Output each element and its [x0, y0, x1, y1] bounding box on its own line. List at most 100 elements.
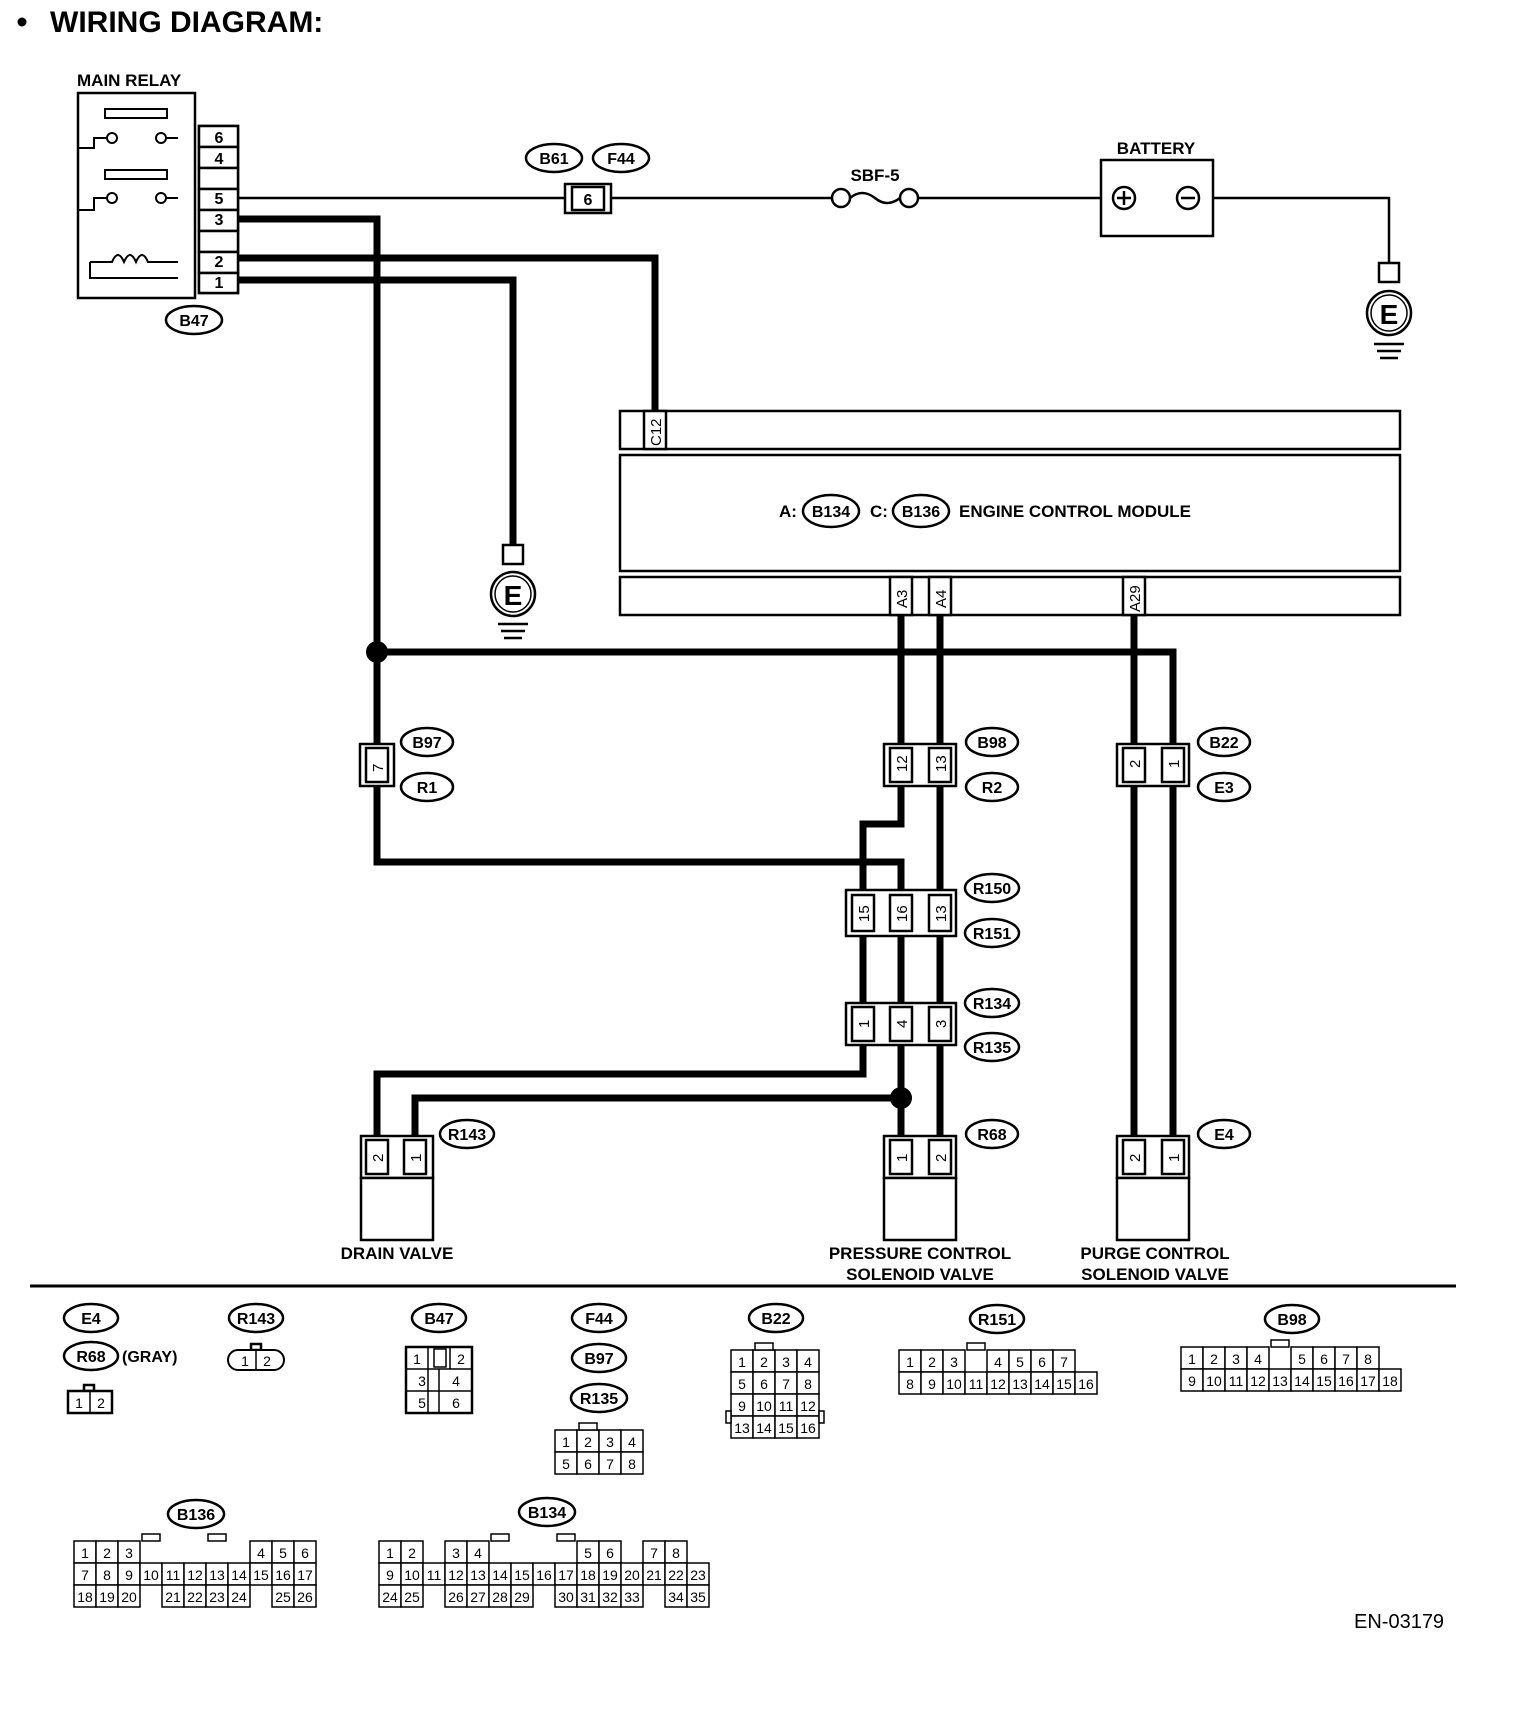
drain-valve-label: DRAIN VALVE — [341, 1244, 454, 1263]
relay-pin-cell — [197, 166, 240, 191]
wire-relay-pin3 — [238, 215, 381, 652]
grid-cell: 20 — [121, 1589, 137, 1605]
ecm-pin-cell — [642, 409, 668, 451]
ground-lug — [1377, 261, 1401, 284]
grid-cell-box — [620, 1584, 644, 1608]
connector-legend: E4 R68 (GRAY) 1 2 R143 1 2 B47 — [62, 1302, 1402, 1608]
grid-cell: 17 — [297, 1567, 313, 1583]
grid-cell: 28 — [492, 1589, 508, 1605]
legend-tag-r143-label: R143 — [237, 1311, 275, 1328]
connector-tag-b134-label: B134 — [812, 504, 850, 521]
grid-cell: 21 — [165, 1589, 181, 1605]
wire-junction-drain-1 — [411, 1094, 901, 1138]
grid-cell: 2 — [584, 1434, 592, 1450]
connector-tag-r151-label: R151 — [973, 926, 1011, 943]
ecm-c-prefix: C: — [870, 502, 888, 521]
grid-cell: 5 — [1016, 1354, 1024, 1370]
connector-pin-cell — [570, 185, 606, 212]
relay-contact-bar — [104, 108, 168, 119]
grid-cell: 11 — [166, 1567, 181, 1583]
grid-cell: 13 — [734, 1420, 750, 1436]
pin-label: 15 — [856, 905, 873, 922]
connector-tag-r68-label: R68 — [977, 1127, 1006, 1144]
main-relay-body — [76, 91, 197, 300]
pin-label: 2 — [1127, 760, 1144, 768]
grid-cell: 6 — [301, 1545, 309, 1561]
drain-valve-body — [359, 1176, 435, 1242]
connector-tag-r134 — [963, 987, 1021, 1019]
grid-cell: 18 — [1382, 1373, 1398, 1389]
ecm-a-prefix: A: — [779, 502, 797, 521]
grid-cell: 4 — [994, 1354, 1002, 1370]
grid-cell: 18 — [77, 1589, 93, 1605]
latch — [556, 1533, 576, 1542]
relay-pin-cell — [197, 271, 240, 295]
connector-tag-f44 — [591, 142, 651, 174]
grid-cell: 32 — [602, 1589, 618, 1605]
grid-cell: 14 — [1294, 1373, 1310, 1389]
fuse-sbf5: SBF-5 — [830, 166, 920, 209]
wire-battery-feed — [238, 196, 1391, 263]
grid-cell: 9 — [125, 1567, 133, 1583]
grid-cell: 16 — [275, 1567, 291, 1583]
grid-cell: 4 — [628, 1434, 636, 1450]
grid-cell: 16 — [800, 1420, 816, 1436]
connector-tag-r68 — [964, 1118, 1020, 1150]
latch — [207, 1533, 227, 1542]
grid-cell: 10 — [1206, 1373, 1222, 1389]
connector-b97-r1: 7 B97 R1 — [358, 726, 455, 803]
grid-cell: 27 — [470, 1589, 486, 1605]
pin-label: 1 — [894, 1154, 911, 1162]
side-tab — [725, 1410, 732, 1424]
relay-pin-cells — [197, 124, 240, 295]
grid-cell: 7 — [606, 1456, 614, 1472]
purge-label-line1: PURGE CONTROL — [1080, 1244, 1229, 1263]
grid-cell: 9 — [928, 1376, 936, 1392]
connector-r134-r135: 1 4 3 R134 R135 — [844, 987, 1021, 1063]
grid-cell: 12 — [187, 1567, 203, 1583]
grid-cell: 4 — [474, 1545, 482, 1561]
grid-cell: 20 — [624, 1567, 640, 1583]
grid-cell: 14 — [492, 1567, 508, 1583]
purge-control-solenoid-valve: 2 1 E4 PURGE CONTROL SOLENOID VALVE — [1080, 1118, 1252, 1284]
ecm-pin-a3: A3 — [894, 590, 911, 608]
relay-pin-label: 2 — [215, 254, 224, 271]
fuse-label: SBF-5 — [850, 166, 899, 185]
connector-pin-cell — [888, 1138, 914, 1176]
purge-label-line2: SOLENOID VALVE — [1081, 1265, 1229, 1284]
grid-cell: 30 — [558, 1589, 574, 1605]
fuse-element — [849, 191, 901, 205]
pcsv-label-line1: PRESSURE CONTROL — [829, 1244, 1011, 1263]
pin-label: 1 — [408, 1154, 425, 1162]
grid-cell: 31 — [580, 1589, 596, 1605]
wires — [238, 196, 1391, 1138]
connector-tag-b61-label: B61 — [539, 151, 568, 168]
grid-cell: 2 — [263, 1353, 271, 1369]
grid-cell: 7 — [1342, 1351, 1350, 1367]
grid-cell: 5 — [562, 1456, 570, 1472]
grid-cell: 35 — [690, 1589, 706, 1605]
legend-tag-b22 — [747, 1302, 805, 1334]
connector-pin-cell — [888, 893, 914, 933]
grid-cell: 10 — [946, 1376, 962, 1392]
purge-valve-body — [1115, 1176, 1191, 1242]
grid-cell: 6 — [584, 1456, 592, 1472]
grid-cell: 9 — [1188, 1373, 1196, 1389]
grid-cell: 1 — [386, 1545, 394, 1561]
pin-label: 12 — [894, 755, 911, 772]
latch — [490, 1533, 510, 1542]
relay-pin-label: 3 — [215, 212, 224, 229]
grid-cell: 29 — [514, 1589, 530, 1605]
grid-cell: 8 — [628, 1456, 636, 1472]
ecm-pin-cell — [927, 575, 953, 617]
connector-pin-cell — [927, 1138, 953, 1176]
legend-tag-b97 — [570, 1342, 628, 1374]
grid-cell: 5 — [1298, 1351, 1306, 1367]
ecm-body — [618, 453, 1402, 573]
connector-tag-r150 — [963, 872, 1021, 904]
grid-cell: 9 — [738, 1398, 746, 1414]
grid-cell: 6 — [760, 1376, 768, 1392]
wire-to-r150-16 — [863, 858, 905, 892]
legend-tag-r151 — [968, 1303, 1026, 1335]
